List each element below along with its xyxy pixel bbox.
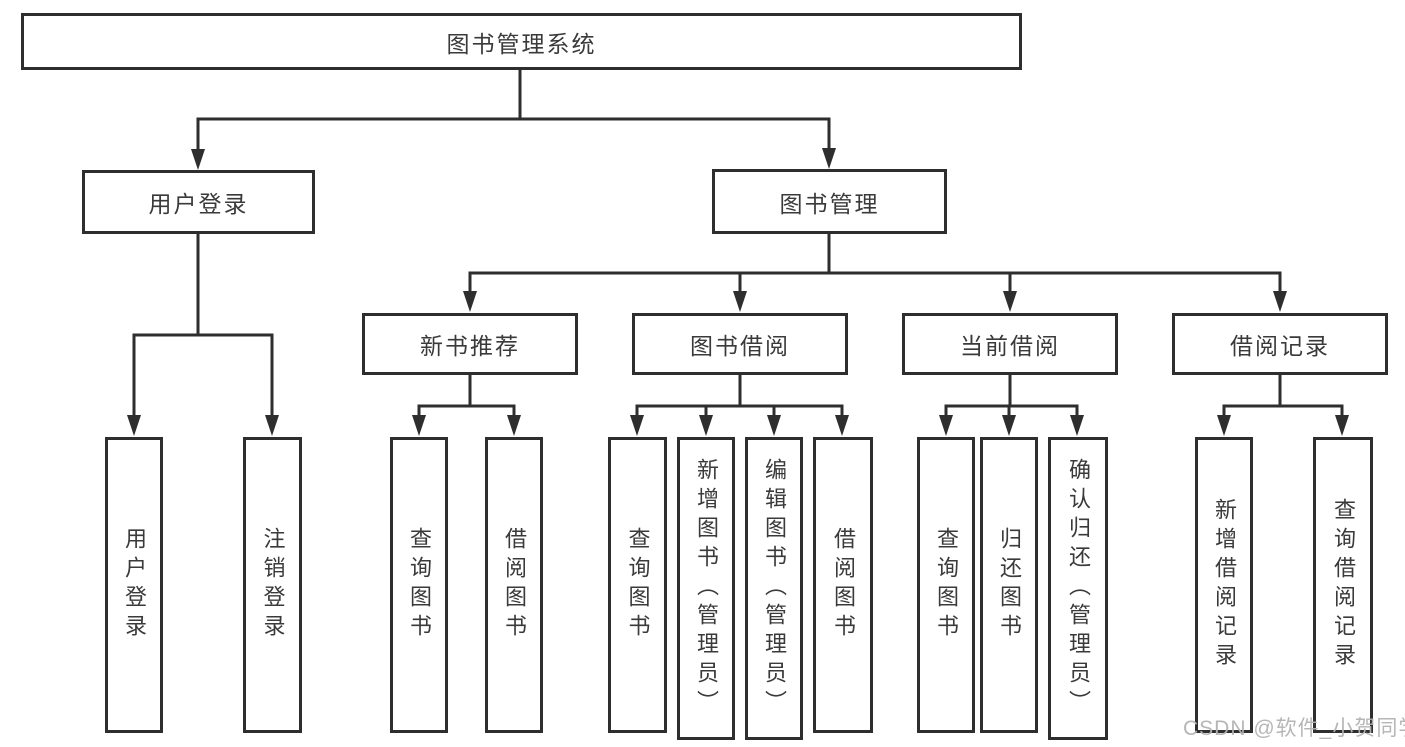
node-label: 新增借阅记录 (1212, 498, 1237, 672)
node-new-book-recommend: 新书推荐 (362, 313, 578, 375)
connector-newbook-to-leaves (412, 375, 521, 436)
leaf-return-book: 归还图书 (980, 437, 1038, 733)
leaf-query-books-newbook: 查询图书 (390, 437, 448, 733)
leaf-query-books-borrow: 查询图书 (608, 437, 667, 733)
node-label: 查询借阅记录 (1331, 498, 1356, 672)
node-label: 当前借阅 (960, 333, 1060, 359)
node-label: 图书借阅 (690, 333, 790, 359)
connector-borrowrecords-to-leaves (1217, 375, 1349, 436)
leaf-user-login: 用户登录 (105, 437, 163, 733)
node-label: 查询图书 (407, 527, 432, 643)
node-label: 归还图书 (997, 527, 1022, 643)
node-library-management-system: 图书管理系统 (21, 13, 1022, 70)
node-book-borrow: 图书借阅 (632, 313, 848, 375)
node-label: 编辑图书（管理员） (762, 458, 787, 719)
node-borrow-records: 借阅记录 (1172, 313, 1388, 375)
leaf-add-borrow-record: 新增借阅记录 (1195, 437, 1253, 733)
leaf-confirm-return-admin: 确认归还（管理员） (1048, 437, 1108, 740)
leaf-borrow-books-newbook: 借阅图书 (485, 437, 543, 733)
node-label: 借阅图书 (502, 527, 527, 643)
node-book-management: 图书管理 (712, 169, 947, 234)
connector-currentborrow-to-leaves (939, 375, 1084, 436)
node-user-login: 用户登录 (82, 170, 315, 234)
node-label: 借阅记录 (1230, 333, 1330, 359)
node-label: 新书推荐 (420, 333, 520, 359)
connector-bookborrow-to-leaves (630, 375, 849, 436)
node-current-borrow: 当前借阅 (902, 313, 1118, 375)
csdn-watermark: CSDN @软件_小贺同学 (1183, 717, 1405, 740)
node-label: 用户登录 (122, 527, 147, 643)
connector-root-to-level2 (191, 69, 836, 170)
node-label: 新增图书（管理员） (694, 458, 719, 719)
node-label: 图书管理 (779, 190, 880, 217)
node-label: 确认归还（管理员） (1066, 458, 1091, 719)
node-label: 用户登录 (148, 191, 249, 217)
connector-bookmgmt-to-level3 (463, 233, 1287, 312)
node-label: 查询图书 (934, 527, 959, 643)
leaf-query-books-current: 查询图书 (917, 437, 975, 733)
node-label: 借阅图书 (831, 527, 856, 643)
leaf-borrow-books-borrow: 借阅图书 (813, 437, 873, 733)
node-label: 注销登录 (260, 527, 286, 643)
leaf-add-book-admin: 新增图书（管理员） (677, 437, 735, 740)
leaf-logout-login: 注销登录 (243, 437, 302, 733)
node-label: 查询图书 (625, 527, 651, 643)
leaf-edit-book-admin: 编辑图书（管理员） (745, 437, 803, 740)
connector-userlogin-to-leaves (127, 233, 279, 436)
leaf-query-borrow-record: 查询借阅记录 (1313, 437, 1373, 733)
node-label: 图书管理系统 (446, 30, 597, 57)
